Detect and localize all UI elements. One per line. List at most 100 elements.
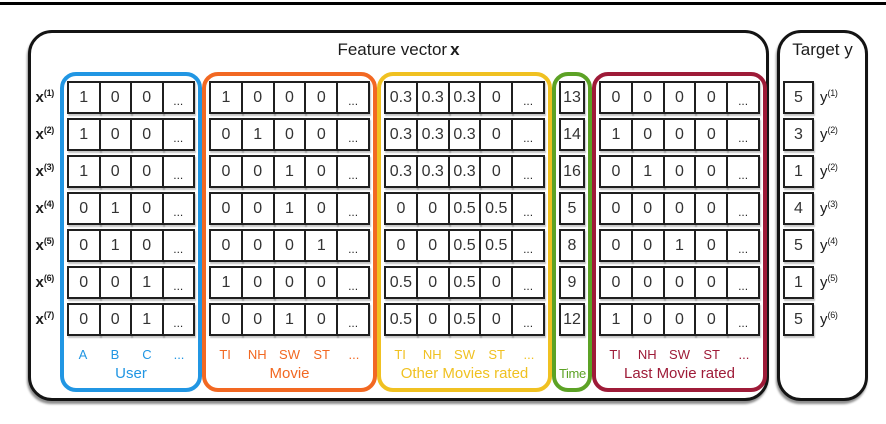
matrix-cell: 0	[98, 266, 132, 299]
matrix-row: 16	[559, 155, 585, 188]
matrix-cell: 0	[209, 303, 243, 336]
matrix-cell: ...	[726, 192, 760, 225]
matrix-cell: 0	[209, 155, 243, 188]
column-letter: A	[78, 347, 88, 362]
target-label-base: y	[820, 274, 828, 291]
matrix-cell: 0	[130, 155, 164, 188]
matrix-cell: 0	[415, 229, 450, 262]
matrix-cell: 0	[304, 155, 339, 188]
row-label-superscript: (7)	[43, 310, 54, 320]
matrix-cell: 0	[479, 266, 514, 299]
matrix-cell: ...	[511, 81, 545, 114]
matrix-cell: 0	[272, 81, 307, 114]
matrix-cell: 0	[240, 192, 275, 225]
matrix-cell: 0	[304, 81, 339, 114]
matrix-cell: 16	[559, 155, 585, 188]
matrix-cell: 0	[479, 155, 514, 188]
column-letter: ...	[348, 347, 360, 362]
matrix-cell: ...	[161, 192, 195, 225]
matrix-cell: 0.3	[447, 118, 482, 151]
matrix-cell: ...	[161, 118, 195, 151]
target-label-base: y	[820, 311, 828, 328]
matrix-cell: 1	[67, 118, 101, 151]
row-label-base: x	[35, 163, 44, 180]
target-label-superscript: (3)	[827, 199, 838, 209]
column-letter: ...	[738, 347, 750, 362]
row-label: x(2)	[26, 118, 57, 151]
column-letter: ST	[313, 347, 331, 362]
matrix-cell: 0	[662, 192, 697, 225]
matrix-cell: ...	[511, 303, 545, 336]
user-group-label: User	[115, 365, 147, 382]
matrix-cell: 8	[559, 229, 585, 262]
matrix-cell: 5	[559, 192, 585, 225]
matrix-cell: 1	[599, 303, 633, 336]
target-label-base: y	[820, 200, 828, 217]
matrix-cell: 0	[130, 118, 164, 151]
target-value-box: 4	[783, 192, 814, 225]
target-value-box: 1	[783, 155, 814, 188]
matrix-cell: 0.3	[384, 118, 418, 151]
matrix-cell: 0	[98, 81, 132, 114]
matrix-cell: 0	[694, 155, 729, 188]
target-label-base: y	[820, 89, 828, 106]
row-label-base: x	[35, 274, 44, 291]
matrix-cell: 0	[384, 229, 418, 262]
top-border-line	[0, 2, 886, 5]
matrix-cell: ...	[161, 303, 195, 336]
matrix-cell: 0	[209, 118, 243, 151]
column-letter: TI	[609, 347, 621, 362]
matrix-cell: 0	[304, 192, 339, 225]
matrix-cell: 0	[209, 192, 243, 225]
matrix-cell: 0.5	[479, 192, 514, 225]
matrix-cell: 0.5	[479, 229, 514, 262]
matrix-cell: ...	[726, 81, 760, 114]
matrix-cell: 0	[67, 229, 101, 262]
matrix-cell: 0	[662, 303, 697, 336]
matrix-cell: 0.3	[447, 81, 482, 114]
matrix-cell: 1	[599, 118, 633, 151]
matrix-cell: 0	[415, 192, 450, 225]
matrix-cell: ...	[511, 118, 545, 151]
matrix-cell: 0.3	[384, 81, 418, 114]
column-letter: ST	[488, 347, 506, 362]
matrix-cell: 0	[130, 192, 164, 225]
matrix-cell: ...	[511, 192, 545, 225]
matrix-cell: 0	[630, 303, 665, 336]
movie-group-label: Movie	[269, 365, 310, 382]
matrix-cell: 0.5	[447, 303, 482, 336]
matrix-cell: 0.3	[415, 155, 450, 188]
matrix-cell: ...	[336, 266, 370, 299]
matrix-cell: 0	[304, 118, 339, 151]
matrix-cell: 0	[240, 266, 275, 299]
matrix-cell: 1	[662, 229, 697, 262]
matrix-cell: 12	[559, 303, 585, 336]
column-letter: SW	[669, 347, 690, 362]
target-row-label: y(1)	[820, 88, 838, 106]
matrix-cell: 0	[304, 266, 339, 299]
matrix-row: 8	[559, 229, 585, 262]
matrix-cell: ...	[336, 81, 370, 114]
column-letter: NH	[247, 347, 267, 362]
